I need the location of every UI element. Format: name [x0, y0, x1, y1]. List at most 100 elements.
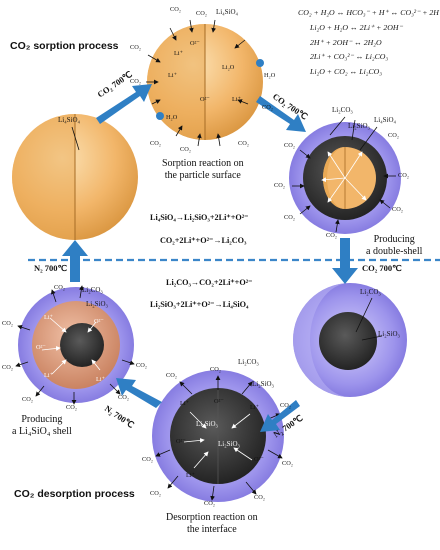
label-co2: CO₂: [54, 284, 65, 291]
label-li2sio3: Li₂SiO₃: [348, 122, 370, 130]
label-co2: CO₂: [166, 372, 177, 379]
label-co2: CO₂: [130, 78, 141, 85]
label-li-ion: Li⁺: [96, 376, 105, 383]
label-li-ion: Li⁺: [168, 72, 177, 79]
sorption-equation-1: Li₄SiO₄→Li₂SiO₃+2Li⁺+O²⁻: [150, 213, 249, 222]
label-co2: CO₂: [118, 394, 129, 401]
label-co2: CO₂: [136, 362, 147, 369]
arrow-to-double-shell: [256, 96, 306, 132]
label-co2: CO₂: [284, 214, 295, 221]
label-co2: CO₂: [2, 320, 13, 327]
caption-line: the particle surface: [164, 169, 241, 181]
equation-line: CO₂ + H₂O ↔ HCO₃⁻ + H⁺ ↔ CO₃²⁻ + 2H⁺: [298, 8, 440, 17]
arrow-to-surface: [96, 84, 152, 124]
label-co2: CO₂: [392, 206, 403, 213]
label-co2: CO₂: [282, 460, 293, 467]
label-co2: CO₂: [22, 396, 33, 403]
label-co2: CO₂: [274, 182, 285, 189]
caption-double-shell: Producing a double-shell: [366, 234, 422, 257]
label-co2: CO₂: [170, 6, 181, 13]
label-li-ion: Li⁺: [180, 400, 189, 407]
label-li2sio3: Li₂SiO₃: [218, 440, 240, 448]
label-co2: CO₂: [326, 232, 337, 239]
particle-li4sio4-shell: [15, 285, 135, 405]
particle-desorption-interface: [152, 370, 284, 502]
label-co2: CO₂: [2, 364, 13, 371]
aqueous-equations: CO₂ + H₂O ↔ HCO₃⁻ + H⁺ ↔ CO₃²⁻ + 2H⁺ Li₂…: [298, 6, 440, 80]
label-o-ion: O²⁻: [190, 40, 200, 47]
label-co2: CO₂: [210, 366, 221, 373]
label-co2: CO₂: [398, 172, 409, 179]
caption-line: Producing: [21, 414, 63, 425]
label-li-ion: Li⁺: [232, 96, 241, 103]
label-li4sio4: Li₄SiO₄: [374, 116, 396, 124]
label-o-ion: O²⁻: [214, 398, 224, 405]
arrow-to-li4sio4-shell: [116, 378, 162, 408]
label-o-ion: O²⁻: [200, 96, 210, 103]
arrow-to-desorption: [260, 400, 300, 432]
label-o-ion: O²⁻: [36, 344, 46, 351]
label-h2o: H₂O: [166, 114, 178, 121]
particle-li2co3-shell: [293, 283, 407, 397]
arrow-down-right: [332, 238, 358, 284]
label-li2o: Li₂O: [222, 64, 235, 71]
desorption-heading: CO₂ desorption process: [14, 488, 135, 500]
label-h2o: H₂O: [264, 72, 276, 79]
label-co2: CO₂: [180, 146, 191, 153]
label-li2co3: Li₂CO₃: [360, 288, 381, 296]
label-li2co3: Li₂CO₃: [238, 358, 259, 366]
sorption-equation-2: CO₂+2Li⁺+O²⁻→Li₂CO₃: [160, 236, 247, 245]
label-co2: CO₂: [204, 500, 215, 507]
label-co2: CO₂: [254, 494, 265, 501]
label-co2: CO₂: [130, 44, 141, 51]
arrow-up-left: [62, 240, 88, 282]
particle-surface-sorption: [147, 24, 264, 140]
equation-line: Li₂O + CO₂ ↔ Li₂CO₃: [310, 67, 382, 77]
label-li2sio3: Li₂SiO₃: [86, 300, 108, 308]
condition-n2-700-left: N₂ 700℃: [34, 263, 68, 273]
particle-double-shell: [289, 116, 401, 234]
label-co2: CO₂: [150, 140, 161, 147]
label-li2sio3: Li₂SiO₃: [378, 330, 400, 338]
label-co2: CO₂: [150, 490, 161, 497]
desorption-equation-1: Li₂CO₃→CO₂+2Li⁺+O²⁻: [166, 278, 253, 287]
label-co2: CO₂: [196, 10, 207, 17]
caption-line: Desorption reaction on: [166, 512, 258, 523]
caption-line: a double-shell: [366, 245, 423, 257]
label-li4sio4: Li₄SiO₄: [58, 116, 80, 124]
label-co2: CO₂: [284, 142, 295, 149]
label-o-ion: O²⁻: [176, 438, 186, 445]
equation-line: 2H⁺ + 2OH⁻ ↔ 2H₂O: [310, 37, 382, 47]
sorption-heading: CO₂ sorption process: [10, 40, 119, 52]
label-o-ion: O²⁻: [254, 456, 264, 463]
label-co2: CO₂: [262, 104, 273, 111]
label-li-ion: Li⁺: [250, 404, 259, 411]
particle-fresh-li4sio4: [12, 114, 138, 240]
process-arrows: [62, 84, 358, 432]
caption-desorption: Desorption reaction on the interface: [166, 512, 258, 535]
caption-line: a Li₄SiO₄ shell: [12, 425, 72, 437]
label-li2co3: Li₂CO₃: [82, 286, 103, 294]
label-li-ion: Li⁺: [44, 372, 53, 379]
caption-line: Sorption reaction on: [162, 158, 244, 169]
label-co2: CO₂: [66, 404, 77, 411]
desorption-equation-2: Li₂SiO₃+2Li⁺+O²⁻→Li₄SiO₄: [150, 300, 249, 309]
label-li-ion: Li⁺: [44, 314, 53, 321]
caption-line: the interface: [186, 523, 237, 535]
caption-li4sio4-shell: Producing a Li₄SiO₄ shell: [12, 414, 72, 437]
label-li2sio3: Li₂SiO₃: [196, 420, 218, 428]
label-co2: CO₂: [238, 140, 249, 147]
caption-line: Producing: [373, 234, 415, 245]
condition-co2-700-down: CO₂ 700℃: [362, 263, 402, 273]
top-particle-arrows: [146, 19, 249, 147]
label-li2sio3: Li₂SiO₃: [252, 380, 274, 388]
label-co2: CO₂: [388, 132, 399, 139]
label-li2co3: Li₂CO₃: [332, 106, 353, 114]
label-co2: CO₂: [280, 402, 291, 409]
equation-line: 2Li⁺ + CO₃²⁻ ↔ Li₂CO₃: [310, 52, 389, 62]
label-o-ion: O²⁻: [94, 318, 104, 325]
label-li-ion: Li⁺: [186, 472, 195, 479]
equation-line: Li₂O + H₂O ↔ 2Li⁺ + 2OH⁻: [310, 22, 403, 32]
